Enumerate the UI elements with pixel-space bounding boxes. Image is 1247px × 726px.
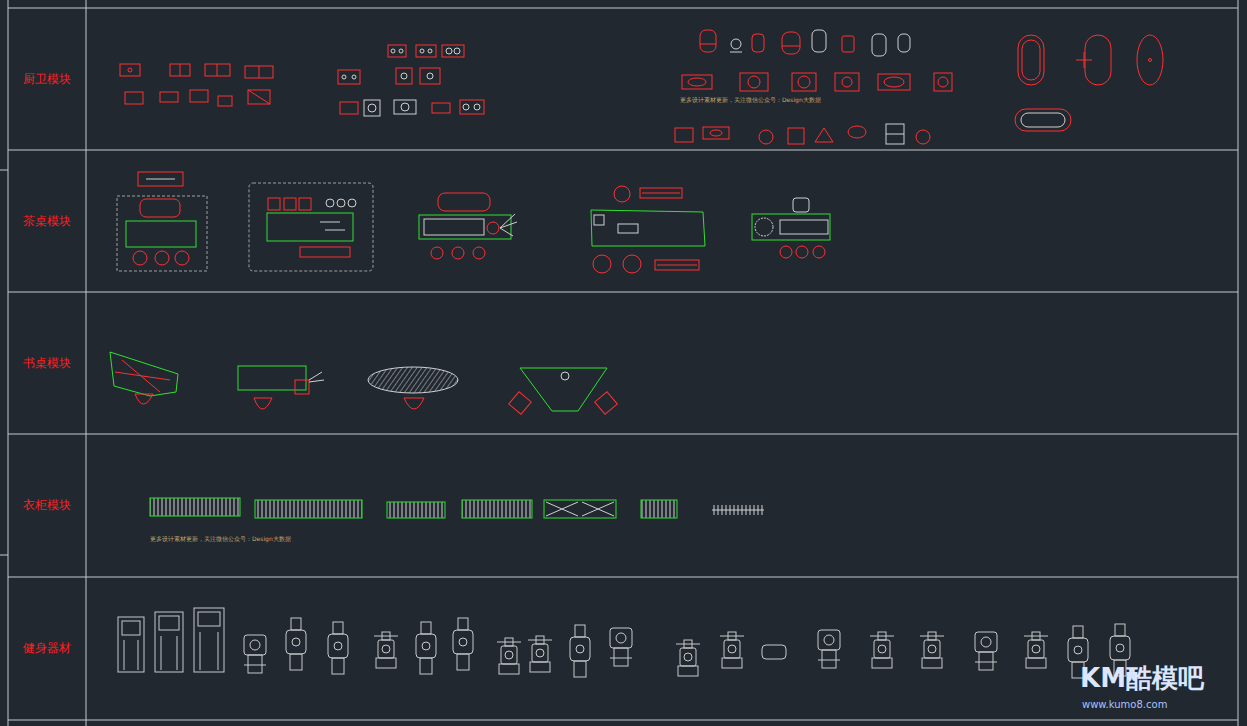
row-header-cell: 书桌模块 (8, 292, 86, 434)
watermark-url: www.kumo8.com (1082, 699, 1167, 710)
row-title: 茶桌模块 (23, 213, 71, 230)
gym-equipment (118, 608, 1130, 678)
row-header-cell: 茶桌模块 (8, 150, 86, 292)
promo-note: 更多设计素材更新，关注微信公众号：Design大数据 (150, 536, 291, 543)
row-title: 书桌模块 (23, 355, 71, 372)
row-header-cell: 健身器材 (8, 577, 86, 720)
row-header-cell: 厨卫模块 (8, 8, 86, 150)
wardrobe-blocks (150, 498, 764, 518)
row-title: 健身器材 (23, 640, 71, 657)
kitchen-bath-blocks (120, 30, 1163, 144)
promo-note: 更多设计素材更新，关注微信公众号：Design大数据 (680, 97, 821, 104)
tea-table-blocks (117, 172, 830, 273)
row-title: 厨卫模块 (23, 71, 71, 88)
desk-blocks (110, 352, 617, 414)
row-header-cell: 衣柜模块 (8, 434, 86, 577)
row-title: 衣柜模块 (23, 497, 71, 514)
watermark: KM酷模吧 (1080, 664, 1204, 693)
